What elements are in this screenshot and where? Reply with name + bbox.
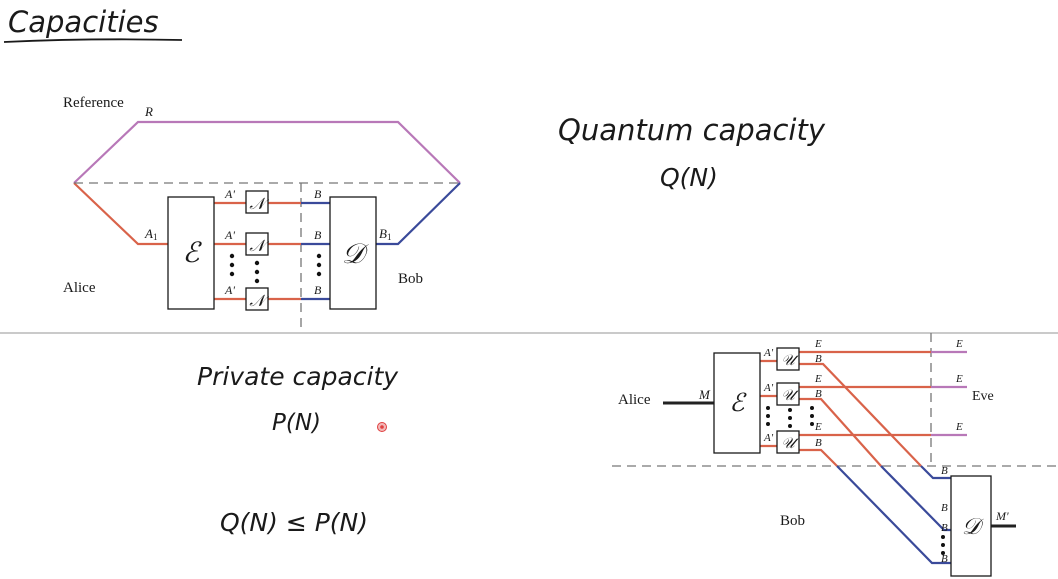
eve-environment-label: E <box>955 338 963 350</box>
channel-symbol: 𝒩 <box>249 291 269 310</box>
alice-label: Alice <box>63 280 96 296</box>
private-bob-label: Bob <box>780 513 805 529</box>
capacity-inequality: Q(N) ≤ P(N) <box>220 508 368 537</box>
private-encoder-symbol: ℰ <box>729 388 747 417</box>
decoder-input-label: B <box>941 465 948 477</box>
isometry-input-label: A' <box>763 382 774 394</box>
quantum-capacity-heading: Quantum capacity <box>558 113 826 147</box>
bob-wire <box>799 448 838 467</box>
channel-box <box>245 190 269 214</box>
bob-wire <box>799 397 882 467</box>
environment-label: E <box>814 338 822 350</box>
private-capacity-symbol: P(N) <box>272 410 321 436</box>
eve-environment-label: E <box>955 373 963 385</box>
environment-label: E <box>814 421 822 433</box>
quantum-capacity-symbol: Q(N) <box>660 163 718 192</box>
isometry-input-label: A' <box>763 432 774 444</box>
vertical-ellipsis <box>229 253 322 284</box>
eve-environment-label: E <box>955 421 963 433</box>
laser-pointer-icon <box>377 422 387 432</box>
isometry-input-label: A' <box>763 347 774 359</box>
environment-label: E <box>814 373 822 385</box>
output-label: B <box>815 388 822 400</box>
a1-label: A1 <box>144 226 157 242</box>
bob-label: Bob <box>398 271 423 287</box>
private-decoder-box <box>950 475 992 577</box>
isometry-symbol: 𝒰 <box>781 434 799 452</box>
output-label: B <box>815 353 822 365</box>
isometry-symbol: 𝒰 <box>781 386 799 404</box>
decoder-input-label: B <box>941 522 948 534</box>
private-encoder-box <box>713 352 761 454</box>
decoder-input-label: B <box>941 553 948 565</box>
slide-title: Capacities <box>8 5 159 39</box>
decoder-box <box>329 196 377 310</box>
bob-wire <box>799 362 922 467</box>
private-capacity-diagram: ℰ 𝒰 𝒰 𝒰 𝒟 Alice Eve Bob M M' A' A' A' E … <box>612 333 1058 577</box>
isometry-symbol: 𝒰 <box>781 351 799 369</box>
quantum-capacity-diagram: ℰ 𝒩 𝒩 𝒩 𝒟 Reference R Alice Bob A1 B1 A'… <box>63 95 461 330</box>
decoder-input-label: B <box>941 502 948 514</box>
output-label: B <box>815 437 822 449</box>
channel-input-label: A' <box>224 283 235 297</box>
encoder-symbol: ℰ <box>183 236 203 269</box>
isometry-box <box>776 430 800 454</box>
bob-output-wire <box>376 182 461 246</box>
alice-input-wire <box>73 182 168 246</box>
private-decoder-symbol: 𝒟 <box>962 514 985 540</box>
vertical-ellipsis <box>766 406 945 555</box>
isometry-box <box>776 347 800 371</box>
private-capacity-heading: Private capacity <box>197 362 399 391</box>
channel-output-label: B <box>314 283 322 297</box>
bob-wire <box>836 465 951 565</box>
bob-wire <box>920 465 951 480</box>
title-underline <box>3 38 183 43</box>
reference-label: Reference <box>63 95 124 111</box>
channel-output-label: B <box>314 187 322 201</box>
private-alice-label: Alice <box>618 392 651 408</box>
eve-label: Eve <box>972 389 994 404</box>
reference-wire <box>73 120 461 184</box>
isometry-box <box>776 382 800 406</box>
b1-label: B1 <box>379 226 391 242</box>
channel-box <box>245 232 269 256</box>
channel-input-label: A' <box>224 187 235 201</box>
bob-wire <box>880 465 951 532</box>
channel-input-label: A' <box>224 228 235 242</box>
message-label: M <box>698 387 711 402</box>
channel-symbol: 𝒩 <box>249 236 269 255</box>
channel-box <box>245 287 269 311</box>
message-output-label: M' <box>995 509 1009 523</box>
encoder-box <box>167 196 215 310</box>
channel-output-label: B <box>314 228 322 242</box>
reference-wire-label: R <box>144 104 153 119</box>
channel-symbol: 𝒩 <box>249 194 269 213</box>
